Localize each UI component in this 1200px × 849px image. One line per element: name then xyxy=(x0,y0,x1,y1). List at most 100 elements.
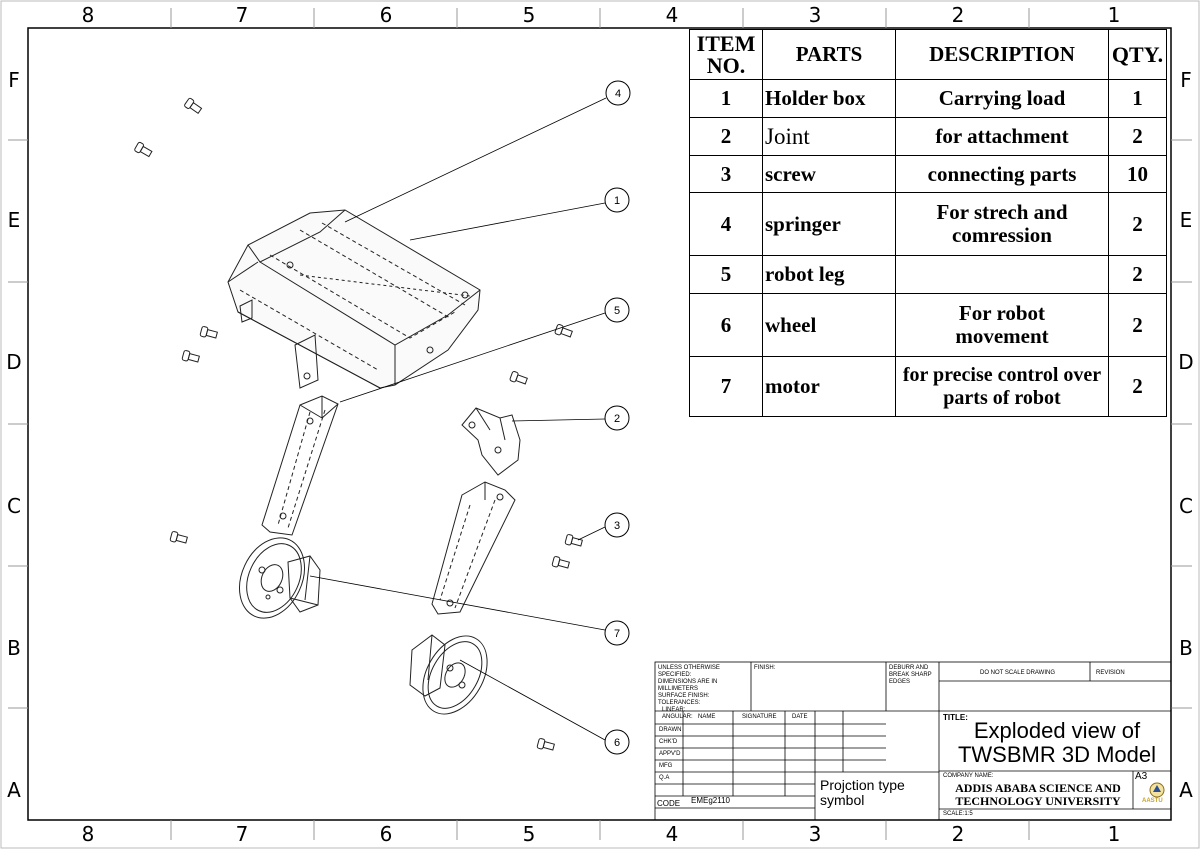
balloon-4-label: 4 xyxy=(615,88,621,100)
zone-row-c-right: C xyxy=(1179,494,1193,518)
bom-description: For robot movement xyxy=(895,293,1109,357)
bom-row: 7 motor for precise control over parts o… xyxy=(689,356,1167,417)
bom-item-no: 3 xyxy=(689,155,763,193)
zone-col-1-bottom: 1 xyxy=(1107,822,1121,846)
balloon-1-label: 1 xyxy=(614,195,620,207)
bom-item-no: 5 xyxy=(689,255,763,294)
row-mfg-label: MFG xyxy=(659,763,673,769)
zone-row-a-left: A xyxy=(7,778,21,802)
bom-part: wheel xyxy=(762,293,896,357)
bill-of-materials: ITEM NO. PARTS DESCRIPTION QTY. 1 Holder… xyxy=(689,29,1167,417)
zone-col-6-top: 6 xyxy=(379,3,393,27)
bom-qty: 10 xyxy=(1108,155,1167,193)
company-name-line-1: ADDIS ABABA SCIENCE AND xyxy=(955,781,1121,795)
balloon-5: 5 xyxy=(604,297,630,323)
bom-row: 4 springer For strech and comression 2 xyxy=(689,192,1167,256)
balloon-1: 1 xyxy=(604,187,630,213)
zone-row-e-left: E xyxy=(7,208,21,232)
wheel-motor-assembly xyxy=(239,537,321,619)
row-qa-label: Q.A xyxy=(659,775,670,781)
logo-icon xyxy=(1149,782,1165,798)
bom-header-description: DESCRIPTION xyxy=(895,29,1109,80)
zone-col-5-bottom: 5 xyxy=(522,822,536,846)
bom-header-item: ITEM NO. xyxy=(689,29,763,80)
dims-note: DIMENSIONS ARE IN MILLIMETERS xyxy=(658,679,718,692)
edges-line: EDGES xyxy=(889,679,911,685)
row-chkd-label: CHK'D xyxy=(659,739,678,745)
no-scale-note: DO NOT SCALE DRAWING xyxy=(980,670,1056,676)
balloon-2-label: 2 xyxy=(614,413,620,425)
projection-line-1: Projction type xyxy=(820,777,905,793)
company-name-line-2: TECHNOLOGY UNIVERSITY xyxy=(955,794,1121,808)
bom-row: 3 screw connecting parts 10 xyxy=(689,155,1167,193)
bom-item-no: 4 xyxy=(689,192,763,256)
zone-col-4-bottom: 4 xyxy=(665,822,679,846)
zone-col-1-top: 1 xyxy=(1107,3,1121,27)
bom-header-row: ITEM NO. PARTS DESCRIPTION QTY. xyxy=(689,29,1167,80)
bom-header-parts: PARTS xyxy=(762,29,896,80)
col-name-header: NAME xyxy=(698,714,716,720)
zone-col-8-bottom: 8 xyxy=(81,822,95,846)
surface-note: SURFACE FINISH: xyxy=(658,693,710,699)
bom-row: 1 Holder box Carrying load 1 xyxy=(689,79,1167,118)
unless-note: UNLESS OTHERWISE SPECIFIED: xyxy=(658,665,720,678)
drawing-title-line-1: Exploded view of xyxy=(973,718,1141,743)
logo-text: AASTU xyxy=(1142,798,1163,804)
zone-col-8-top: 8 xyxy=(81,3,95,27)
zone-row-e-right: E xyxy=(1179,208,1193,232)
bom-item-no: 2 xyxy=(689,117,763,156)
bom-row: 5 robot leg 2 xyxy=(689,255,1167,294)
bom-qty: 2 xyxy=(1108,117,1167,156)
balloon-3-label: 3 xyxy=(614,520,620,532)
balloon-7-label: 7 xyxy=(614,628,620,640)
drawing-title-line-2: TWSBMR 3D Model xyxy=(957,742,1157,767)
zone-col-5-top: 5 xyxy=(522,3,536,27)
screws xyxy=(134,97,583,751)
deburr-line: DEBURR AND xyxy=(889,665,929,671)
title-label: TITLE: xyxy=(943,713,968,722)
bom-part: Joint xyxy=(762,117,896,156)
university-logo: AASTU xyxy=(1142,779,1170,807)
bom-item-no: 6 xyxy=(689,293,763,357)
robot-leg-left xyxy=(261,395,339,536)
bom-qty: 1 xyxy=(1108,79,1167,118)
drawing-title: Exploded view of TWSBMR 3D Model xyxy=(945,719,1169,767)
bom-description: For strech and comression xyxy=(895,192,1109,256)
break-sharp-line: BREAK SHARP xyxy=(889,672,932,678)
bom-description xyxy=(895,255,1109,294)
deburr-note: DEBURR AND BREAK SHARP EDGES xyxy=(889,665,932,686)
bom-description: for precise control over parts of robot xyxy=(895,356,1109,417)
zone-col-4-top: 4 xyxy=(665,3,679,27)
projection-line-2: symbol xyxy=(820,792,865,808)
balloon-6: 6 xyxy=(604,729,630,755)
finish-label: FINISH: xyxy=(754,665,776,671)
sheet-size: A3 xyxy=(1135,771,1148,782)
company-name: ADDIS ABABA SCIENCE AND TECHNOLOGY UNIVE… xyxy=(943,782,1133,808)
bom-row: 2 Joint for attachment 2 xyxy=(689,117,1167,156)
tolerances-note: TOLERANCES: xyxy=(658,700,701,706)
bom-part: screw xyxy=(762,155,896,193)
angular-note: ANGULAR: xyxy=(662,714,693,720)
leader-lines xyxy=(309,97,607,741)
exploded-view xyxy=(134,97,607,751)
scale-label: SCALE:1:5 xyxy=(943,811,973,817)
code-value: EMEg2110 xyxy=(691,796,730,805)
bom-description: Carrying load xyxy=(895,79,1109,118)
bom-item-no: 7 xyxy=(689,356,763,417)
joint-part xyxy=(431,407,521,615)
zone-row-d-left: D xyxy=(6,350,22,374)
zone-col-7-bottom: 7 xyxy=(235,822,249,846)
part-balloons: 4 1 5 2 3 7 6 xyxy=(604,80,631,755)
bom-description: connecting parts xyxy=(895,155,1109,193)
bom-header-qty: QTY. xyxy=(1108,29,1167,80)
wheel-part xyxy=(409,634,488,715)
bom-qty: 2 xyxy=(1108,192,1167,256)
bom-row: 6 wheel For robot movement 2 xyxy=(689,293,1167,357)
bom-part: motor xyxy=(762,356,896,417)
zone-ticks xyxy=(8,8,1192,840)
balloon-7: 7 xyxy=(604,620,630,646)
zone-col-3-bottom: 3 xyxy=(808,822,822,846)
balloon-6-label: 6 xyxy=(614,737,620,749)
